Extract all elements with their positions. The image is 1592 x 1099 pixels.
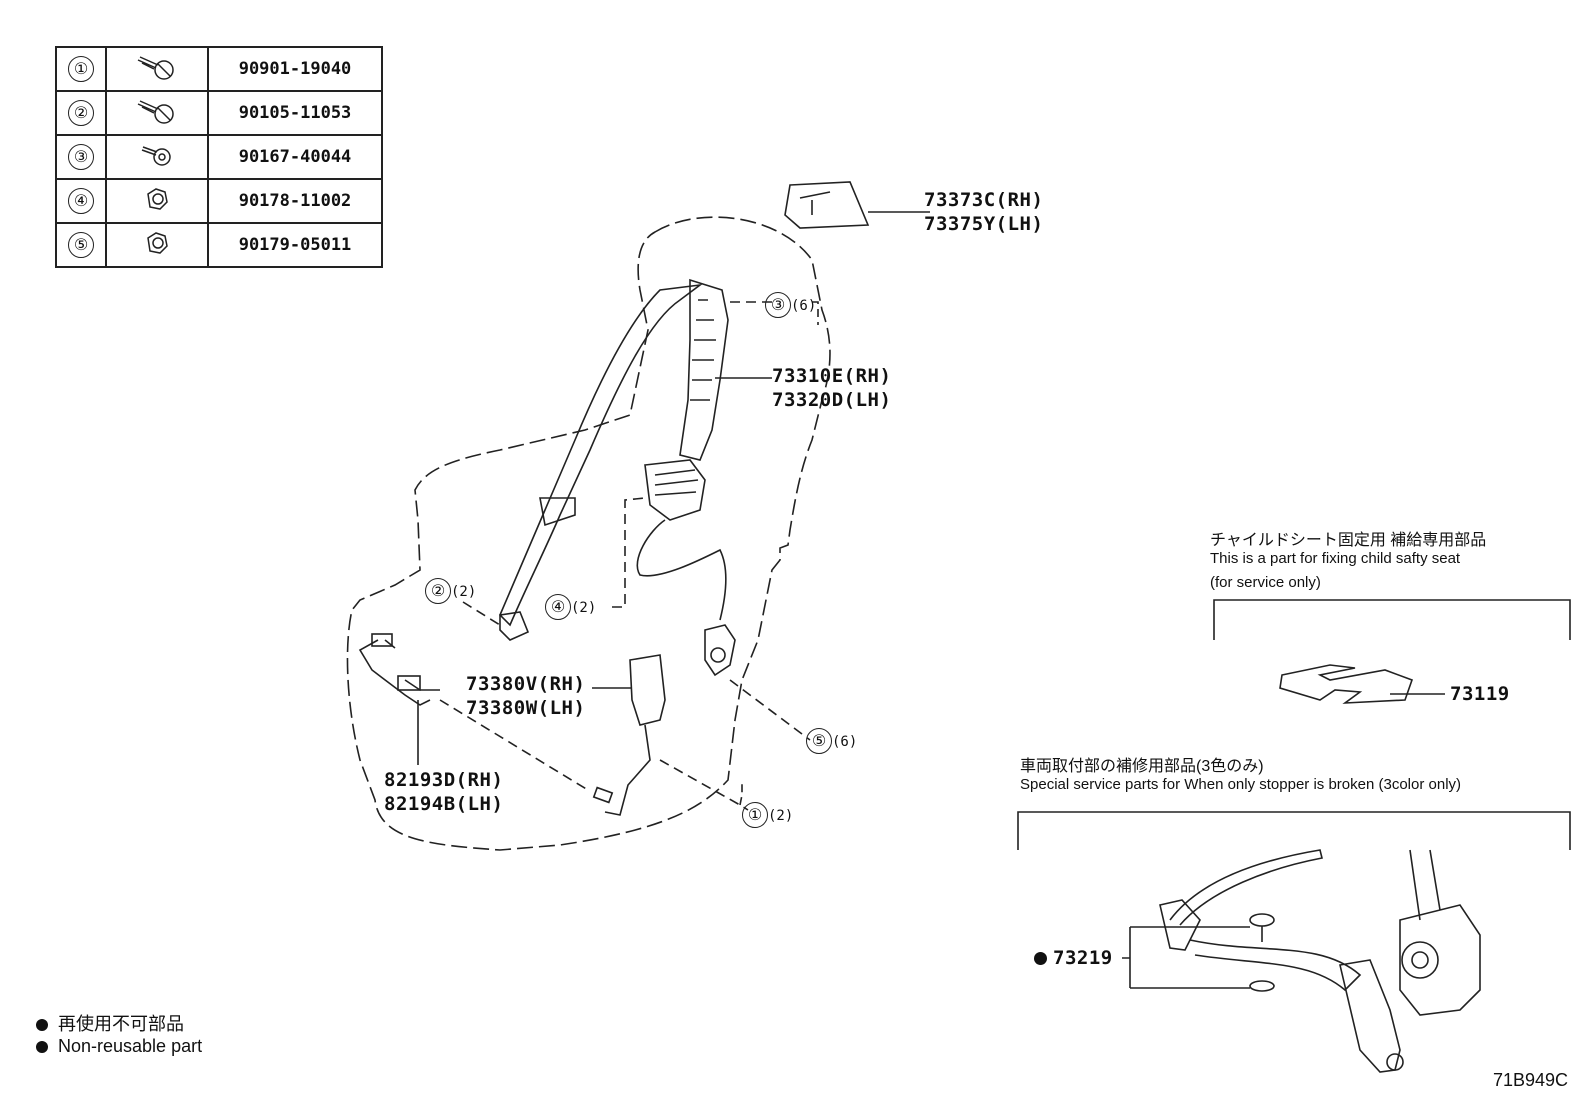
stopper-belt (1169, 849, 1323, 926)
callout-cover-lh: 73375Y(LH) (924, 213, 1044, 235)
stopper-button (1249, 913, 1275, 927)
fastener-ref-1: ①(2) (742, 802, 793, 828)
seat-outline (346, 216, 831, 851)
callout-wire-lh: 82194B(LH) (384, 793, 504, 815)
part-number: 90105-11053 (207, 90, 383, 136)
bolt-icon (137, 56, 174, 80)
fastener-ref-circle: ③ (765, 292, 791, 318)
callout-child-seat-part: 73119 (1450, 683, 1510, 705)
wire-harness (358, 639, 440, 706)
fastener-ref-qty: (2) (571, 600, 597, 616)
table-row: ① 90901-19040 (55, 46, 383, 92)
belt-anchor (499, 611, 530, 641)
callout-buckle-rh: 73380V(RH) (466, 673, 586, 695)
stopper-box (1017, 811, 1571, 850)
ref-number: ② (68, 100, 94, 126)
child-seat-note-en: This is a part for fixing child safty se… (1210, 550, 1461, 567)
part-number: 90179-05011 (207, 222, 383, 268)
buckle-wire (604, 724, 651, 816)
stopper-lower-anchor (1339, 959, 1401, 1073)
child-seat-bracket (1279, 664, 1414, 704)
ref-number: ⑤ (68, 232, 94, 258)
belt-guide (539, 497, 576, 527)
figure-code: 71B949C (1492, 1070, 1568, 1090)
callout-wire-rh: 82193D(RH) (384, 769, 504, 791)
callout-cover-rh: 73373C(RH) (924, 189, 1044, 211)
fastener-ref-circle: ① (742, 802, 768, 828)
part-number: 90167-40044 (207, 134, 383, 180)
table-row: ④ 90178-11002 (55, 178, 383, 224)
nut-icon (147, 232, 168, 254)
table-row: ③ 90167-40044 (55, 134, 383, 180)
fastener-ref-circle: ⑤ (806, 728, 832, 754)
fastener-ref-qty: (6) (832, 734, 858, 750)
ref-number: ④ (68, 188, 94, 214)
callout-belt-assy-lh: 73320D(LH) (772, 389, 892, 411)
child-seat-box (1213, 599, 1571, 640)
callout-belt-assy-rh: 73310E(RH) (772, 365, 892, 387)
callout-stopper-part: 73219 (1034, 946, 1113, 970)
non-reusable-marker-icon (1034, 952, 1047, 965)
callout-buckle-lh: 73380W(LH) (466, 697, 586, 719)
legend-ja-text: 再使用不可部品 (58, 1014, 184, 1034)
bullet-icon (36, 1019, 48, 1032)
fastener-ref-3: ③(6) (765, 292, 816, 318)
retractor (644, 459, 706, 521)
bullet-icon (36, 1041, 48, 1054)
fastener-ref-5: ⑤(6) (806, 728, 857, 754)
fastener-ref-circle: ④ (545, 594, 571, 620)
callout-buckle: 73380V(RH) 73380W(LH) (466, 672, 585, 720)
cover (784, 181, 870, 229)
buckle (629, 654, 666, 726)
legend-en: Non-reusable part (36, 1036, 202, 1057)
adjuster-rail (679, 278, 729, 461)
ref-number: ① (68, 56, 94, 82)
shoulder-belt (499, 283, 703, 627)
fastener-ref-qty: (2) (768, 808, 794, 824)
fastener-ref-2: ②(2) (425, 578, 476, 604)
callout-belt-assy: 73310E(RH) 73320D(LH) (772, 364, 891, 412)
legend-en-text: Non-reusable part (58, 1036, 203, 1056)
bolt-icon (137, 100, 174, 124)
part-number: 90901-19040 (207, 46, 383, 92)
part-number: 90178-11002 (207, 178, 383, 224)
screw-icon (141, 146, 171, 166)
legend-ja: 再使用不可部品 (36, 1010, 184, 1036)
fastener-table: ① 90901-19040 ② 90105-11053 ③ 90167-4004… (55, 46, 383, 268)
stopper-retainer (1249, 980, 1275, 992)
stopper-bracket (1159, 899, 1201, 951)
nut-icon (147, 188, 168, 210)
fastener-ref-qty: (2) (451, 584, 477, 600)
stopper-retractor (1399, 904, 1481, 1016)
fastener-ref-qty: (6) (791, 298, 817, 314)
callout-wire: 82193D(RH) 82194B(LH) (384, 768, 503, 816)
stopper-note-en: Special service parts for When only stop… (1020, 776, 1462, 793)
child-seat-note-en-service: (for service only) (1210, 574, 1321, 591)
stopper-note-ja: 車両取付部の補修用部品(3色のみ) (1020, 758, 1264, 775)
table-row: ⑤ 90179-05011 (55, 222, 383, 268)
stopper-part-number: 73219 (1053, 947, 1113, 969)
retractor-cable (636, 519, 727, 621)
lower-anchor (704, 624, 736, 677)
fastener-ref-4: ④(2) (545, 594, 596, 620)
callout-cover: 73373C(RH) 73375Y(LH) (924, 188, 1043, 236)
ref-number: ③ (68, 144, 94, 170)
fastener-ref-circle: ② (425, 578, 451, 604)
child-seat-note-ja: チャイルドシート固定用 補給専用部品 (1210, 532, 1487, 549)
table-row: ② 90105-11053 (55, 90, 383, 136)
